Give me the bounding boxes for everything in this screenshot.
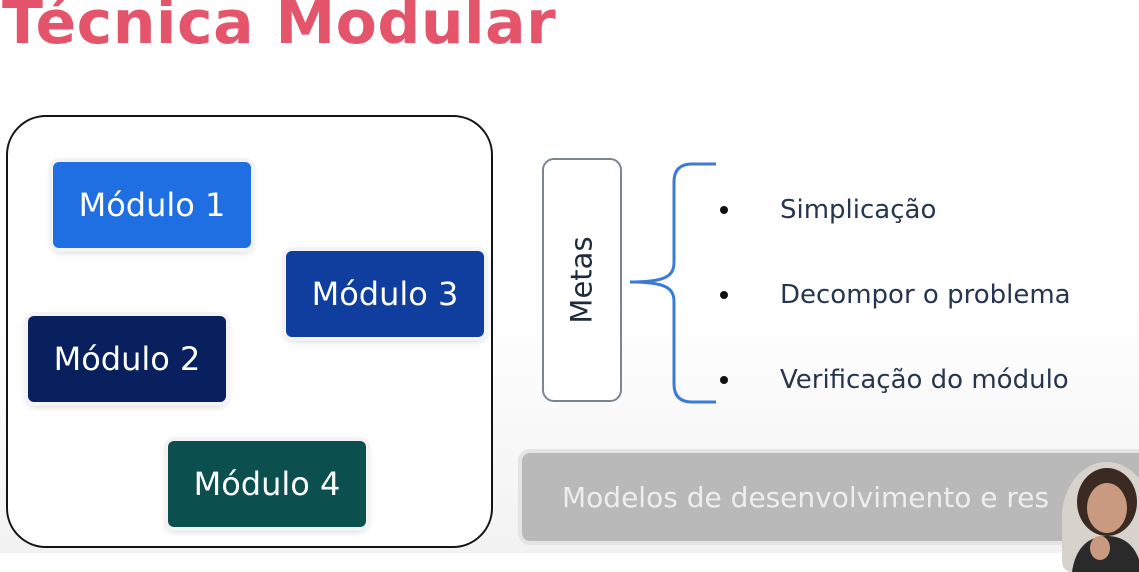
curly-brace [629,162,716,404]
bottom-banner-text: Modelos de desenvolvimento e res [562,480,1050,514]
module-4-box: Módulo 4 [168,441,366,527]
module-3-box: Módulo 3 [286,251,484,337]
goal-text: Decompor o problema [780,280,1071,310]
bottom-banner: Modelos de desenvolvimento e res [522,453,1139,541]
goal-text: Simplicação [780,195,937,225]
goal-item: Simplicação [720,190,936,230]
bullet-icon [720,376,728,384]
goal-item: Decompor o problema [720,275,1071,315]
presenter-video-overlay [1062,462,1139,572]
presenter-figure-icon [1062,462,1139,572]
metas-label: Metas [565,236,599,324]
bullet-icon [720,291,728,299]
bullet-icon [720,206,728,214]
goal-text: Verificação do módulo [780,365,1069,395]
metas-box: Metas [542,158,622,402]
goal-item: Verificação do módulo [720,360,1069,400]
module-2-box: Módulo 2 [28,316,226,402]
slide-title: Técnica Modular [2,0,557,58]
module-1-box: Módulo 1 [53,162,251,248]
